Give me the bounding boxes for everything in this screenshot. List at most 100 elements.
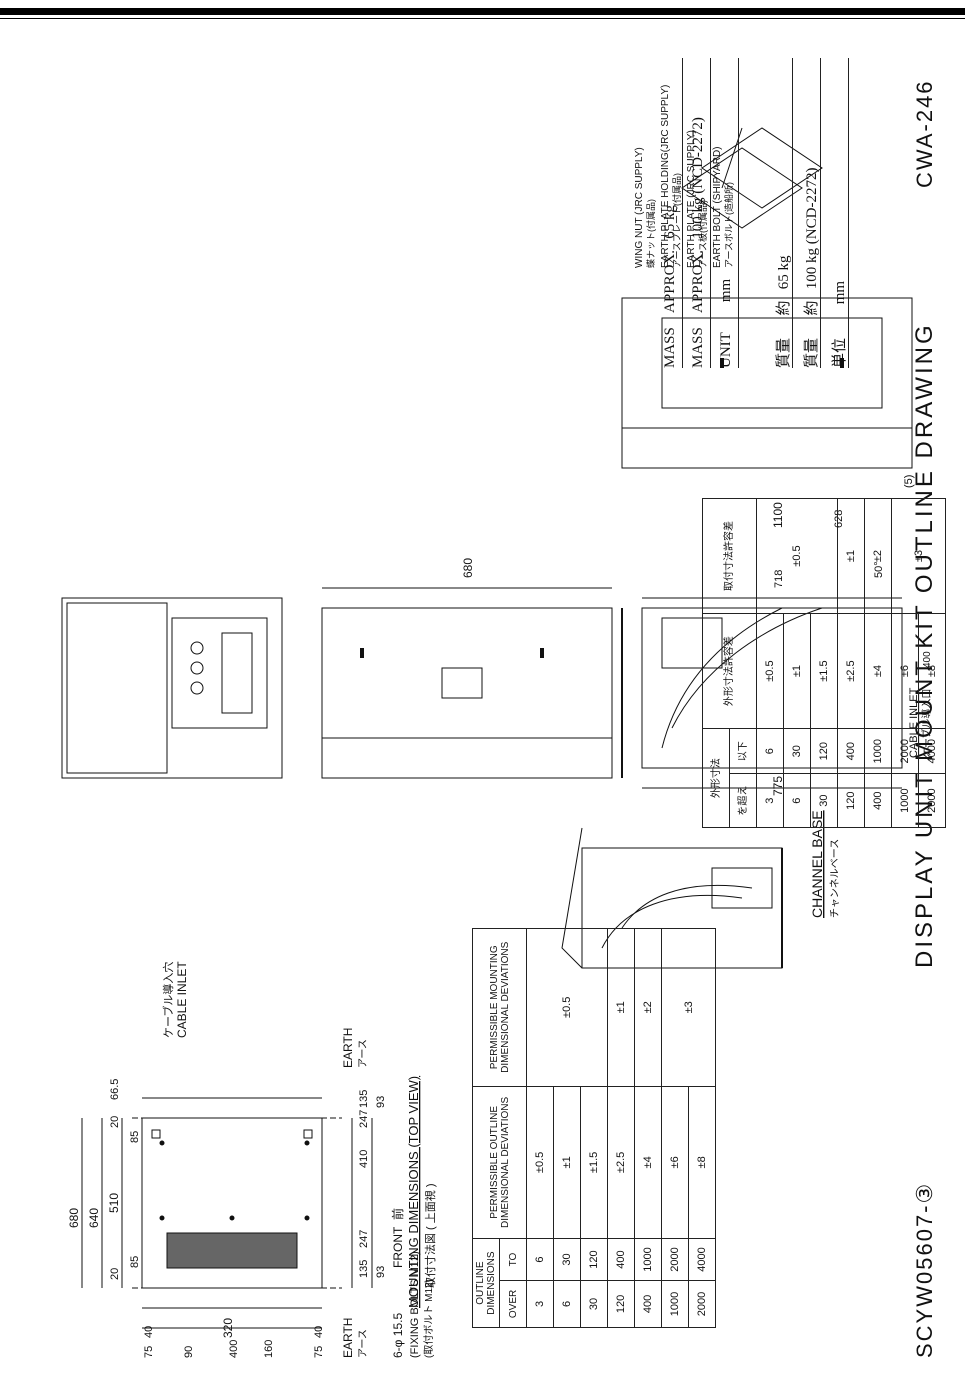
fixing-hole: 6-φ 15.5 [391, 1313, 405, 1358]
earth-plate-label: EARTH PLATE (JRC SUPPLY) [686, 130, 697, 268]
cell: 1000 [891, 773, 919, 828]
front-label-jp: 前 [390, 1208, 405, 1220]
front-label: FRONT [391, 1226, 405, 1268]
divider [820, 58, 821, 368]
dim-93a: 93 [375, 1266, 387, 1278]
dim-718: 718 [773, 570, 785, 588]
cell: ±1 [607, 928, 635, 1087]
dim-90: 90 [183, 1346, 195, 1358]
cell: ±1 [837, 498, 865, 614]
cell: 30 [580, 1280, 608, 1328]
dim-1100: 1100 [771, 502, 785, 528]
mass-row-5: 質量 約 100 kg (NCD-2272) [800, 168, 821, 368]
cell: 30 [553, 1238, 581, 1281]
cell: ±3 [891, 498, 946, 614]
dim-75b: 75 [313, 1346, 325, 1358]
th-outline: OUTLINE DIMENSIONS [472, 1238, 500, 1328]
side-cable-inlet-jp: ケーブル導入口 [920, 689, 933, 758]
dim-93b: 93 [375, 1096, 387, 1108]
mass-label: MASS [690, 327, 706, 368]
th-over-jp: を超え [729, 773, 757, 828]
doc-number: SCYW05607-③ [912, 1182, 937, 1358]
earth-plate-holding-label: EARTH PLATE HOLDING(JRC SUPPLY) [660, 85, 671, 268]
earth-label-jp: アース [358, 1039, 369, 1068]
cell: 120 [810, 728, 838, 774]
divider [682, 58, 683, 368]
dim-160: 160 [263, 1340, 275, 1358]
cell: 2000 [661, 1238, 689, 1281]
mass-block: MASS APPROX. 65 kg MASS APPROX. 100 kg (… [662, 58, 882, 368]
cell: 3 [756, 773, 784, 828]
th-outline-dev-jp: 外形寸法許容差 [702, 613, 757, 729]
mass-label: MASS [662, 327, 678, 368]
cell: ±4 [864, 613, 892, 729]
mass-row-6: 単位 mm [828, 281, 849, 368]
cable-inlet-label: CABLE INLET [175, 961, 189, 1038]
dim-20b: 20 [109, 1116, 121, 1128]
divider [848, 58, 849, 368]
mass-approx-jp: 約 [776, 300, 792, 316]
th-outline-jp: 外形寸法 [702, 728, 730, 828]
cell: 120 [580, 1238, 608, 1281]
dim-40b: 40 [313, 1326, 325, 1338]
cell: ±8 [688, 1086, 716, 1239]
mass-value: 65 kg [662, 205, 678, 239]
tolerance-table-en: OUTLINE DIMENSIONS PERMISSIBLE OUTLINE D… [472, 928, 716, 1328]
cable-inlet-jp: ケーブル導入穴 [161, 962, 175, 1038]
dim-135b: 135 [358, 1090, 370, 1108]
cell: ±2.5 [837, 613, 865, 729]
th-outline-dev: PERMISSIBLE OUTLINE DIMENSIONAL DEVIATIO… [472, 1086, 527, 1239]
cell: 2000 [891, 728, 919, 774]
wing-nut-jp: 蝶ナット(付属品) [645, 199, 656, 268]
divider [738, 58, 739, 368]
side-cable-inlet: CABLE INLET [908, 687, 920, 758]
header-rule-thin [0, 18, 965, 19]
cell: ±6 [891, 613, 919, 729]
cell: ±8 [918, 613, 946, 729]
divider [792, 58, 793, 368]
cell: 1000 [634, 1238, 662, 1281]
cell: 30 [810, 773, 838, 828]
dim-510: 510 [107, 1193, 121, 1213]
cell: ±0.5 [756, 498, 838, 614]
cell: 3 [526, 1280, 554, 1328]
cell: ±2.5 [607, 1086, 635, 1239]
drawing-number: CWA-246 [912, 79, 937, 188]
cell: ±1.5 [580, 1086, 608, 1239]
cell: 4000 [918, 728, 946, 774]
unit-value: mm [718, 278, 734, 303]
cell: ±0.5 [756, 613, 784, 729]
th-over: OVER [499, 1280, 527, 1328]
dim-135a: 135 [358, 1260, 370, 1278]
drawing-sheet: 680 640 510 20 20 85 85 320 40 40 410 24… [22, 48, 946, 1368]
cell: ±6 [661, 1086, 689, 1239]
cell: 120 [607, 1280, 635, 1328]
angle-50: 50° [873, 561, 885, 578]
mass-approx: APPROX. [662, 250, 678, 313]
channel-base-label: CHANNEL BASE [809, 810, 825, 918]
earth-plate-jp: アース板(付属品) [697, 200, 708, 268]
mass-row-2: MASS APPROX. 100 kg (NCD-2272) [690, 117, 707, 368]
cell: ±1.5 [810, 613, 838, 729]
earth-bolt-jp: アースボルト(造船所) [723, 182, 734, 268]
fixing-bolts-jp: (取付ボルト M12) [422, 1279, 435, 1358]
cell: ±4 [634, 1086, 662, 1239]
console-front-view [321, 587, 623, 779]
dim-320: 320 [221, 1318, 235, 1338]
dim-5: (5) [903, 475, 915, 488]
earth-plate-holding-jp: アースプレート(付属品) [672, 173, 682, 268]
dim-85a: 85 [129, 1256, 141, 1268]
dim-775: 775 [771, 776, 785, 796]
dim-400: 400 [228, 1340, 240, 1358]
cell: 6 [756, 728, 784, 774]
th-mount-dev: PERMISSIBLE MOUNTING DIMENSIONAL DEVIATI… [472, 928, 527, 1087]
th-to-jp: 以下 [729, 728, 757, 774]
drawing-svg: 680 640 510 20 20 85 85 320 40 40 410 24… [61, 79, 938, 1358]
header-rule [0, 8, 965, 15]
front-width: 680 [461, 558, 475, 578]
unit-label-jp: 単位 [832, 337, 848, 368]
cell: ±0.5 [526, 928, 608, 1087]
top-view-title: MOUNTING DIMENSIONS (TOP VIEW) [406, 1076, 421, 1308]
cell: 400 [607, 1238, 635, 1281]
